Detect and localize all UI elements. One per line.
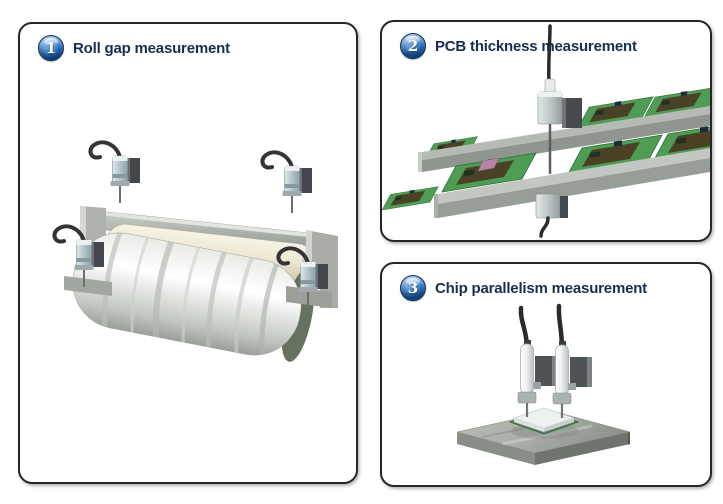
sensor-mount-plates [531, 356, 592, 390]
pcb-row-mid [382, 120, 710, 211]
panel-roll-gap-header: 1 Roll gap measurement [38, 35, 230, 61]
panel-title: PCB thickness measurement [435, 37, 637, 55]
gap-sensor-top-right [260, 150, 314, 215]
conveyor-front-rail [434, 148, 710, 218]
panel-chip-parallelism: 3 Chip parallelism measurement [380, 262, 712, 487]
number-badge-icon: 1 [38, 35, 64, 61]
top-sensor [537, 24, 582, 174]
number-badge-icon: 3 [400, 275, 426, 301]
roll-gap-illustration [52, 140, 338, 362]
panel-title: Roll gap measurement [73, 39, 230, 57]
number-badge-icon: 2 [400, 33, 426, 59]
sensor-cable [539, 216, 550, 238]
gap-sensor-top-left [88, 140, 142, 205]
conveyor-rear-rail [418, 106, 710, 172]
panel-chip-parallelism-header: 3 Chip parallelism measurement [400, 275, 647, 301]
contact-sensor-right [552, 341, 572, 418]
panel-pcb-thickness-header: 2 PCB thickness measurement [400, 33, 637, 59]
sensor-cable [546, 24, 552, 84]
panel-title: Chip parallelism measurement [435, 279, 647, 297]
contact-sensor-left [517, 340, 537, 417]
panel-pcb-thickness: 2 PCB thickness measurement [380, 20, 712, 242]
chip-parallelism-illustration [456, 303, 631, 465]
bottom-sensor [535, 193, 568, 238]
chip-under-test [508, 407, 580, 439]
pcb-thickness-illustration [382, 24, 710, 238]
panel-roll-gap: 1 Roll gap measurement [18, 22, 358, 484]
left-sensor-bracket [64, 276, 112, 296]
